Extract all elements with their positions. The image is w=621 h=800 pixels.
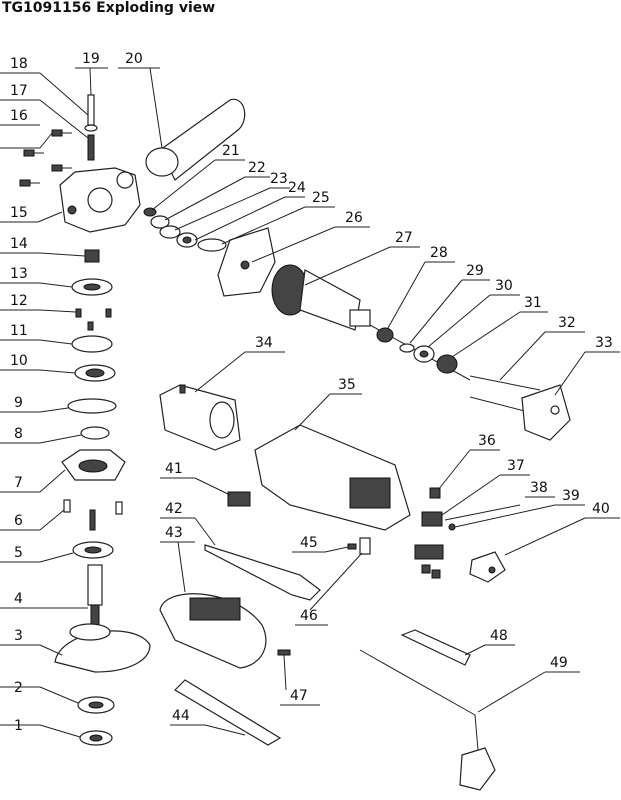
label-42: 42 [165, 501, 183, 517]
part-48-sleeve [400, 629, 471, 666]
part-38-spring [444, 504, 521, 521]
label-20: 20 [125, 51, 143, 67]
part-43-rear-housing [159, 593, 267, 669]
part-5-washer [72, 541, 114, 559]
part-16-screws [19, 129, 72, 187]
label-49: 49 [550, 655, 568, 671]
part-25-ring [197, 238, 227, 252]
part-1-nut [79, 730, 113, 746]
part-44-wrench [174, 679, 282, 746]
part-30-bearing [413, 345, 435, 363]
part-20-side-handle [145, 98, 246, 181]
label-4: 4 [14, 591, 23, 607]
label-44: 44 [172, 708, 190, 724]
label-24: 24 [288, 180, 306, 196]
label-40: 40 [592, 501, 610, 517]
label-47: 47 [290, 688, 308, 704]
label-2: 2 [14, 680, 23, 696]
label-39: 39 [562, 488, 580, 504]
part-11-plate [71, 335, 113, 353]
part-39-screw [448, 523, 456, 531]
part-7-bearing-cover [61, 449, 126, 481]
label-6: 6 [14, 513, 23, 529]
part-23-ring [159, 225, 181, 239]
part-41-switch-part [227, 491, 251, 507]
label-22: 22 [248, 160, 266, 176]
part-40b-brush-set [414, 544, 444, 579]
label-31: 31 [524, 295, 542, 311]
part-8-washer [80, 426, 110, 440]
label-18: 18 [10, 56, 28, 72]
label-48: 48 [490, 628, 508, 644]
label-26: 26 [345, 210, 363, 226]
part-4-spindle [87, 564, 103, 626]
part-34-stator [159, 384, 241, 451]
part-21-seal [143, 207, 157, 217]
label-29: 29 [466, 263, 484, 279]
label-45: 45 [300, 535, 318, 551]
part-47-pin [277, 649, 291, 656]
label-38: 38 [530, 480, 548, 496]
label-13: 13 [10, 266, 28, 282]
part-36-brush [429, 487, 441, 499]
part-13-washer [71, 278, 113, 296]
label-25: 25 [312, 190, 330, 206]
label-9: 9 [14, 395, 23, 411]
label-34: 34 [255, 335, 273, 351]
part-46-lock-button [359, 537, 371, 555]
label-12: 12 [10, 293, 28, 309]
part-42-switch-rod [204, 544, 321, 601]
part-19-shaft-pin [84, 94, 98, 161]
label-30: 30 [495, 278, 513, 294]
label-43: 43 [165, 525, 183, 541]
label-11: 11 [10, 323, 28, 339]
part-9-ring [67, 398, 117, 414]
label-32: 32 [558, 315, 576, 331]
part-14-nut [84, 249, 100, 263]
label-41: 41 [165, 461, 183, 477]
part-12-pins [75, 308, 112, 331]
part-22-bearing [150, 215, 170, 229]
label-leaders [0, 67, 620, 738]
label-46: 46 [300, 608, 318, 624]
part-33-rear-cover [521, 384, 571, 441]
part-40-switch [469, 551, 506, 583]
part-15-gear-housing [59, 167, 141, 233]
part-29-ring [399, 343, 415, 353]
part-6-screws [63, 499, 123, 531]
part-45-screw [347, 543, 357, 550]
part-37-brush-holder [421, 511, 443, 527]
part-10-bearing [74, 364, 116, 382]
label-33: 33 [595, 335, 613, 351]
part-3-wheel-guard [54, 623, 151, 673]
diagram-title: TG1091156 Exploding view [2, 0, 216, 16]
label-19: 19 [82, 51, 100, 67]
part-24-bearing [176, 232, 198, 248]
label-15: 15 [10, 205, 28, 221]
label-7: 7 [14, 475, 23, 491]
part-31-fan [436, 354, 458, 374]
label-5: 5 [14, 545, 23, 561]
label-27: 27 [395, 230, 413, 246]
part-35-motor-housing [254, 424, 411, 531]
label-21: 21 [222, 143, 240, 159]
part-2-flange [77, 696, 115, 714]
label-35: 35 [338, 377, 356, 393]
label-3: 3 [14, 628, 23, 644]
label-8: 8 [14, 426, 23, 442]
part-49-power-cord [359, 649, 496, 791]
part-26-baffle [217, 227, 276, 297]
label-1: 1 [14, 718, 23, 734]
label-10: 10 [10, 353, 28, 369]
label-17: 17 [10, 83, 28, 99]
label-28: 28 [430, 245, 448, 261]
label-23: 23 [270, 171, 288, 187]
part-28-bearing [376, 327, 394, 343]
label-36: 36 [478, 433, 496, 449]
label-37: 37 [507, 458, 525, 474]
label-14: 14 [10, 236, 28, 252]
label-16: 16 [10, 108, 28, 124]
